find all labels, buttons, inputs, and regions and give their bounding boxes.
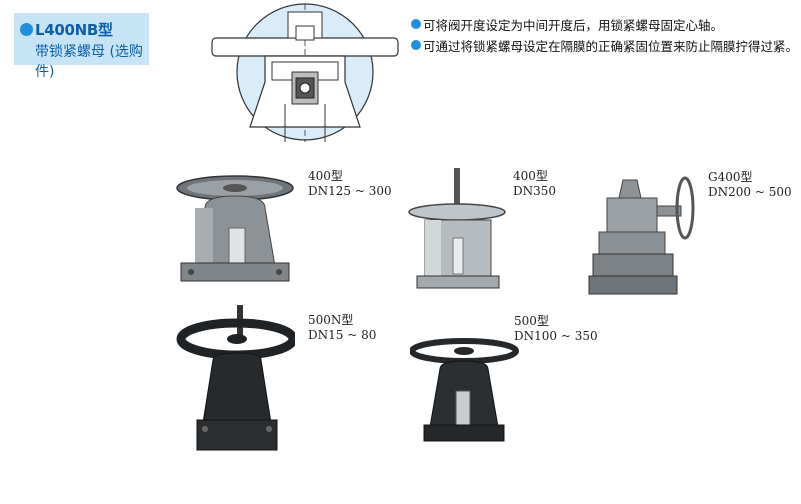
bullet-icon (20, 23, 33, 36)
model-header-box: L400NB型 带锁紧螺母 (选购件) (14, 13, 149, 80)
product-400-model: 400型 (308, 169, 343, 183)
bullet-icon (411, 19, 421, 29)
product-500-range: DN100 ~ 350 (514, 329, 598, 343)
product-500n-range: DN15 ~ 80 (308, 328, 377, 342)
bullet-icon (411, 40, 421, 50)
valve-image-g400 (588, 176, 695, 295)
valve-image-400-large (176, 175, 294, 282)
product-g400-model: G400型 (708, 170, 753, 184)
product-500-model: 500型 (514, 314, 549, 328)
product-400-range: DN125 ~ 300 (308, 184, 392, 198)
product-g400-range: DN200 ~ 500 (708, 185, 792, 199)
model-title: L400NB型 (35, 21, 113, 39)
note-1: 可将阀开度设定为中间开度后，用锁紧螺母固定心轴。 (423, 18, 724, 33)
valve-image-500n (176, 305, 295, 451)
valve-image-400-dn350 (408, 168, 506, 289)
note-2: 可通过将锁紧螺母设定在隔膜的正确紧固位置来防止隔膜拧得过紧。 (423, 39, 799, 54)
product-400-dn350-range: DN350 (513, 184, 557, 198)
valve-image-500 (410, 338, 519, 442)
lock-nut-diagram (211, 3, 399, 142)
product-500n-model: 500N型 (308, 313, 354, 327)
product-400-dn350-model: 400型 (513, 169, 548, 183)
model-subtitle: 带锁紧螺母 (选购件) (35, 44, 143, 80)
